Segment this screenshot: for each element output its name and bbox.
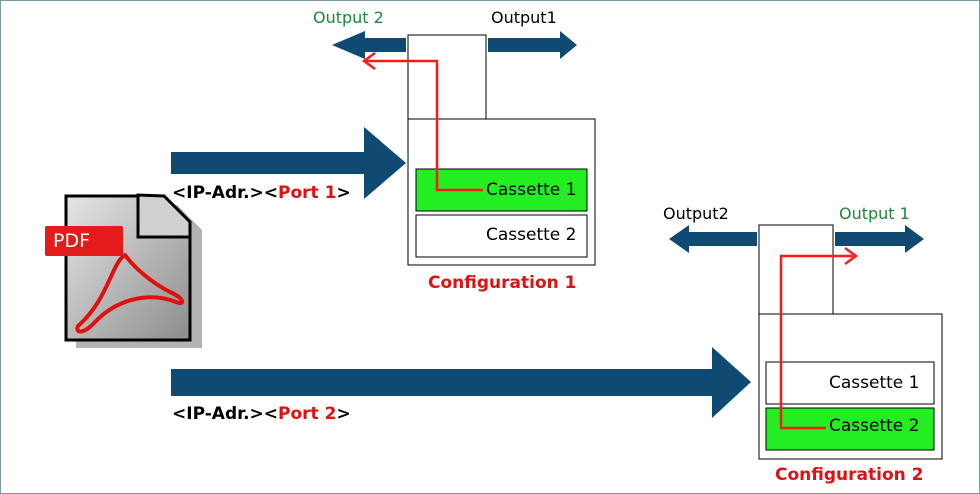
config2-output-left-label: Output2 xyxy=(663,204,729,223)
config2-cassette2-label: Cassette 2 xyxy=(829,416,920,436)
config1-cassette1-label: Cassette 1 xyxy=(486,180,577,200)
config2-route-line xyxy=(779,254,853,430)
config2-cassette1-label: Cassette 1 xyxy=(829,373,920,393)
input2-arrow xyxy=(171,347,751,418)
config2-output-right-arrow xyxy=(835,225,924,253)
input1-port: Port 1 xyxy=(278,183,337,203)
acrobat-logo-icon xyxy=(75,253,185,334)
config2-route-arrowhead xyxy=(844,246,859,266)
config1-cassette1-box xyxy=(415,168,588,212)
config1-output-module xyxy=(407,34,487,120)
config1-cassette2-label: Cassette 2 xyxy=(486,225,577,245)
config2-cassette1-box xyxy=(765,361,935,405)
input2-suffix: > xyxy=(336,404,351,424)
config1-title: Configuration 1 xyxy=(428,273,577,293)
config2-title: Configuration 2 xyxy=(775,465,924,485)
pdf-badge: PDF xyxy=(45,226,123,256)
config2-output-right-label: Output 1 xyxy=(839,204,910,223)
input1-suffix: > xyxy=(336,183,351,203)
config2-output-module xyxy=(758,224,834,315)
config1-output-left-label: Output 2 xyxy=(313,8,384,27)
config1-output-right-arrow xyxy=(488,31,577,59)
config2-output-left-arrow xyxy=(669,225,757,253)
config1-output-right-label: Output1 xyxy=(491,8,557,27)
config1-route-arrowhead xyxy=(361,51,376,71)
config1-route-line xyxy=(366,59,483,192)
input1-arrow xyxy=(171,127,406,199)
input2-port: Port 2 xyxy=(278,404,337,424)
input1-prefix: <IP-Adr.>< xyxy=(172,183,279,203)
input1-address-label: <IP-Adr.><Port 1> xyxy=(172,185,351,202)
config1-cassette2-box xyxy=(415,214,588,258)
input2-prefix: <IP-Adr.>< xyxy=(172,404,279,424)
pdf-document-icon xyxy=(64,193,202,348)
input2-address-label: <IP-Adr.><Port 2> xyxy=(172,406,351,423)
config1-output-left-arrow xyxy=(332,31,406,59)
